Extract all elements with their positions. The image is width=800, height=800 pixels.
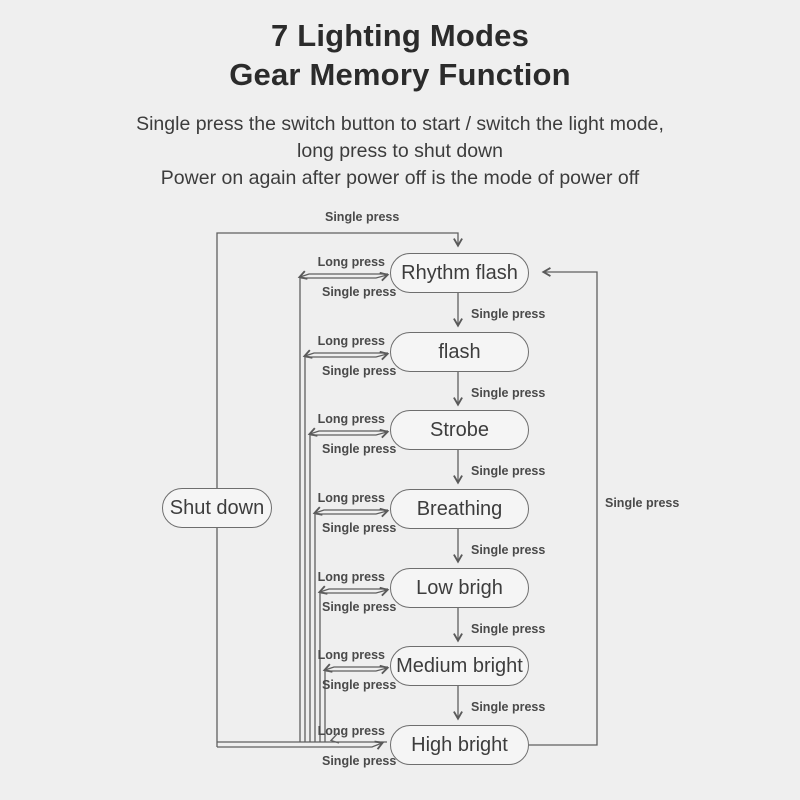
instruction-line-2: long press to shut down (297, 140, 503, 162)
label-power-on-single-press: Single press (325, 210, 400, 224)
label-single-press-high: Single press (322, 754, 397, 768)
mode-box-high-bright: High bright (390, 725, 529, 765)
instructions: Single press the switch button to start … (0, 111, 800, 192)
instruction-line-3: Power on again after power off is the mo… (160, 167, 640, 189)
label-cycle-single-press: Single press (605, 496, 680, 510)
label-single-press-strobe: Single press (322, 442, 397, 456)
power-on-line (216, 232, 463, 488)
title-line-2: Gear Memory Function (229, 57, 571, 92)
label-next-single-press-4: Single press (471, 543, 546, 557)
mode-box-breathing: Breathing (390, 489, 529, 529)
label-single-press-breathing: Single press (322, 521, 397, 535)
title-line-1: 7 Lighting Modes (270, 18, 530, 53)
label-long-press-rhythm: Long press (317, 255, 385, 269)
mode-box-medium-bright: Medium bright (390, 646, 529, 686)
mode-box-rhythm-flash: Rhythm flash (390, 253, 529, 293)
label-long-press-medium: Long press (317, 648, 385, 662)
instruction-line-1: Single press the switch button to start … (136, 113, 664, 135)
label-next-single-press-1: Single press (471, 307, 546, 321)
mode-box-strobe: Strobe (390, 410, 529, 450)
label-next-single-press-5: Single press (471, 622, 546, 636)
label-long-press-high: Long press (317, 724, 385, 738)
label-single-press-low: Single press (322, 600, 397, 614)
label-next-single-press-3: Single press (471, 464, 546, 478)
shutdown-box: Shut down (162, 488, 272, 528)
cycle-line (529, 267, 598, 746)
page-title: 7 Lighting Modes Gear Memory Function (0, 16, 800, 94)
bottom-singlepress-line (217, 740, 385, 750)
label-single-press-medium: Single press (322, 678, 397, 692)
label-long-press-low: Long press (317, 570, 385, 584)
label-long-press-breathing: Long press (317, 491, 385, 505)
label-next-single-press-2: Single press (471, 386, 546, 400)
label-next-single-press-6: Single press (471, 700, 546, 714)
highbright-longpress-hook (329, 732, 340, 744)
label-single-press-flash: Single press (322, 364, 397, 378)
label-long-press-strobe: Long press (317, 412, 385, 426)
label-long-press-flash: Long press (317, 334, 385, 348)
mode-box-low-bright: Low brigh (390, 568, 529, 608)
mode-box-flash: flash (390, 332, 529, 372)
label-single-press-rhythm: Single press (322, 285, 397, 299)
